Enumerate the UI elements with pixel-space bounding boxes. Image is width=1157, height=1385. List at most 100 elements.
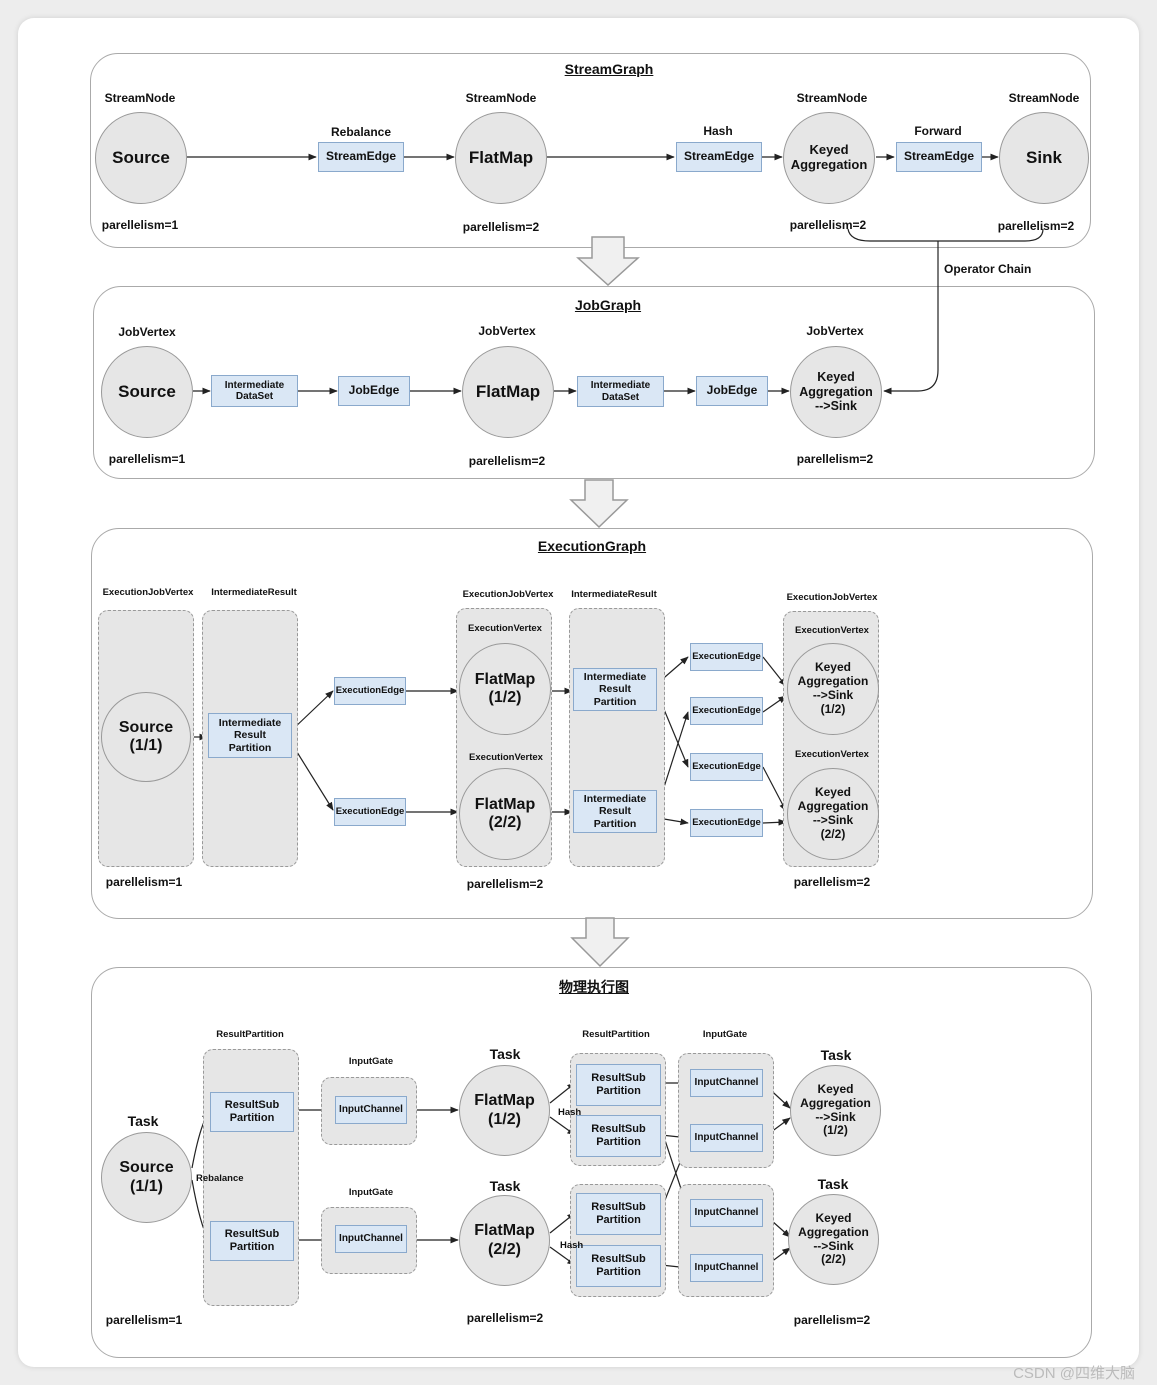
job-dataset-1: Intermediate DataSet (211, 375, 298, 407)
phys-subpartition-flatmap-2a: ResultSub Partition (576, 1193, 661, 1235)
streamnode-label-keyed: StreamNode (796, 91, 868, 105)
job-parallelism-source: parellelism=1 (108, 452, 186, 466)
streamedge-forward: StreamEdge (896, 142, 982, 172)
input-gate-label-2: InputGate (702, 1029, 748, 1040)
result-partition-label-1: ResultPartition (216, 1029, 284, 1040)
rebalance-label: Rebalance (330, 125, 392, 139)
job-parallelism-keyed: parellelism=2 (796, 452, 874, 466)
exec-parallelism-source: parellelism=1 (105, 875, 183, 889)
phys-keyed-1-node: Keyed Aggregation -->Sink (1/2) (790, 1065, 881, 1156)
input-gate-label-3: InputGate (348, 1187, 394, 1198)
job-edge-1: JobEdge (338, 376, 410, 406)
job-flatmap-node: FlatMap (462, 346, 554, 438)
exec-edge-2: ExecutionEdge (334, 798, 406, 826)
phys-input-channel-keyed-1a: InputChannel (690, 1069, 763, 1097)
exec-edge-4: ExecutionEdge (690, 697, 763, 725)
task-label-flatmap-1: Task (489, 1046, 521, 1062)
job-parallelism-flatmap: parellelism=2 (468, 454, 546, 468)
job-edge-2: JobEdge (696, 376, 768, 406)
task-label-keyed-2: Task (817, 1176, 849, 1192)
physical-graph-title: 物理执行图 (559, 979, 629, 995)
task-label-flatmap-2: Task (489, 1178, 521, 1194)
stream-flatmap-node: FlatMap (455, 112, 547, 204)
phys-subpartition-source-1: ResultSub Partition (210, 1092, 294, 1132)
phys-subpartition-flatmap-1b: ResultSub Partition (576, 1115, 661, 1157)
stream-keyed-aggregation-node: Keyed Aggregation (783, 112, 875, 204)
phys-hash-label-1: Hash (558, 1107, 582, 1118)
phys-subpartition-source-2: ResultSub Partition (210, 1221, 294, 1261)
exec-vertex-label-keyed-2: ExecutionVertex (795, 749, 869, 760)
result-partition-label-2: ResultPartition (582, 1029, 650, 1040)
phys-input-channel-keyed-2a: InputChannel (690, 1199, 763, 1227)
phys-keyed-2-node: Keyed Aggregation -->Sink (2/2) (788, 1194, 879, 1285)
exec-parallelism-keyed: parellelism=2 (793, 875, 871, 889)
jobvertex-label-flatmap: JobVertex (478, 324, 536, 338)
phys-flatmap-1-node: FlatMap (1/2) (459, 1065, 550, 1156)
exec-jobvertex-label-source: ExecutionJobVertex (102, 587, 194, 598)
exec-parallelism-flatmap: parellelism=2 (466, 877, 544, 891)
phys-input-channel-keyed-2b: InputChannel (690, 1254, 763, 1282)
exec-vertex-label-flatmap-1: ExecutionVertex (468, 623, 542, 634)
exec-intermediate-result-label-1: IntermediateResult (211, 587, 297, 598)
phys-input-channel-flatmap-2: InputChannel (335, 1225, 407, 1253)
exec-flatmap-2-node: FlatMap (2/2) (459, 768, 551, 860)
exec-intermediate-result-label-2: IntermediateResult (571, 589, 657, 600)
phys-input-channel-keyed-1b: InputChannel (690, 1124, 763, 1152)
phys-parallelism-flatmap: parellelism=2 (466, 1311, 544, 1325)
stream-parallelism-sink: parellelism=2 (997, 219, 1075, 233)
exec-source-node: Source (1/1) (101, 692, 191, 782)
phys-input-channel-flatmap-1: InputChannel (335, 1096, 407, 1124)
phys-rebalance-label: Rebalance (196, 1173, 244, 1184)
phys-source-node: Source (1/1) (101, 1132, 192, 1223)
phys-subpartition-flatmap-1a: ResultSub Partition (576, 1064, 661, 1106)
phys-hash-label-2: Hash (560, 1240, 584, 1251)
exec-jobvertex-label-flatmap: ExecutionJobVertex (462, 589, 554, 600)
stage-arrow-3 (570, 917, 630, 968)
jobvertex-label-source: JobVertex (118, 325, 176, 339)
streamnode-label-flatmap: StreamNode (465, 91, 537, 105)
stream-source-node: Source (95, 112, 187, 204)
phys-subpartition-flatmap-2b: ResultSub Partition (576, 1245, 661, 1287)
hash-label: Hash (703, 124, 733, 138)
forward-label: Forward (914, 124, 962, 138)
exec-result-partition-source: Intermediate Result Partition (208, 713, 292, 758)
stream-parallelism-source: parellelism=1 (101, 218, 179, 232)
stage-arrow-2 (569, 479, 629, 529)
exec-vertex-label-keyed-1: ExecutionVertex (795, 625, 869, 636)
task-label-source: Task (127, 1113, 159, 1129)
job-dataset-2: Intermediate DataSet (577, 376, 664, 407)
executiongraph-title: ExecutionGraph (537, 538, 647, 554)
operator-chain-label: Operator Chain (944, 262, 1032, 276)
exec-keyed-1-node: Keyed Aggregation -->Sink (1/2) (787, 643, 879, 735)
watermark: CSDN @四维大脑 (1013, 1365, 1135, 1382)
phys-parallelism-source: parellelism=1 (105, 1313, 183, 1327)
exec-flatmap-1-node: FlatMap (1/2) (459, 643, 551, 735)
streamgraph-title: StreamGraph (564, 61, 654, 77)
exec-edge-5: ExecutionEdge (690, 753, 763, 781)
input-gate-label-1: InputGate (348, 1056, 394, 1067)
phys-result-partition-group-source (203, 1049, 299, 1306)
exec-edge-6: ExecutionEdge (690, 809, 763, 837)
stream-parallelism-flatmap: parellelism=2 (462, 220, 540, 234)
streamedge-hash: StreamEdge (676, 142, 762, 172)
exec-result-partition-flatmap-1: Intermediate Result Partition (573, 668, 657, 711)
stream-sink-node: Sink (999, 112, 1089, 204)
streamnode-label-sink: StreamNode (1008, 91, 1080, 105)
jobvertex-label-keyed: JobVertex (806, 324, 864, 338)
streamnode-label-source: StreamNode (104, 91, 176, 105)
exec-edge-3: ExecutionEdge (690, 643, 763, 671)
stream-parallelism-keyed: parellelism=2 (789, 218, 867, 232)
job-source-node: Source (101, 346, 193, 438)
exec-vertex-label-flatmap-2: ExecutionVertex (469, 752, 543, 763)
exec-jobvertex-label-keyed: ExecutionJobVertex (786, 592, 878, 603)
exec-result-partition-flatmap-2: Intermediate Result Partition (573, 790, 657, 833)
phys-flatmap-2-node: FlatMap (2/2) (459, 1195, 550, 1286)
exec-edge-1: ExecutionEdge (334, 677, 406, 705)
job-keyed-sink-node: Keyed Aggregation -->Sink (790, 346, 882, 438)
stage-arrow-1 (576, 236, 640, 287)
jobgraph-title: JobGraph (574, 297, 642, 313)
streamedge-rebalance: StreamEdge (318, 142, 404, 172)
phys-parallelism-keyed: parellelism=2 (793, 1313, 871, 1327)
task-label-keyed-1: Task (820, 1047, 852, 1063)
